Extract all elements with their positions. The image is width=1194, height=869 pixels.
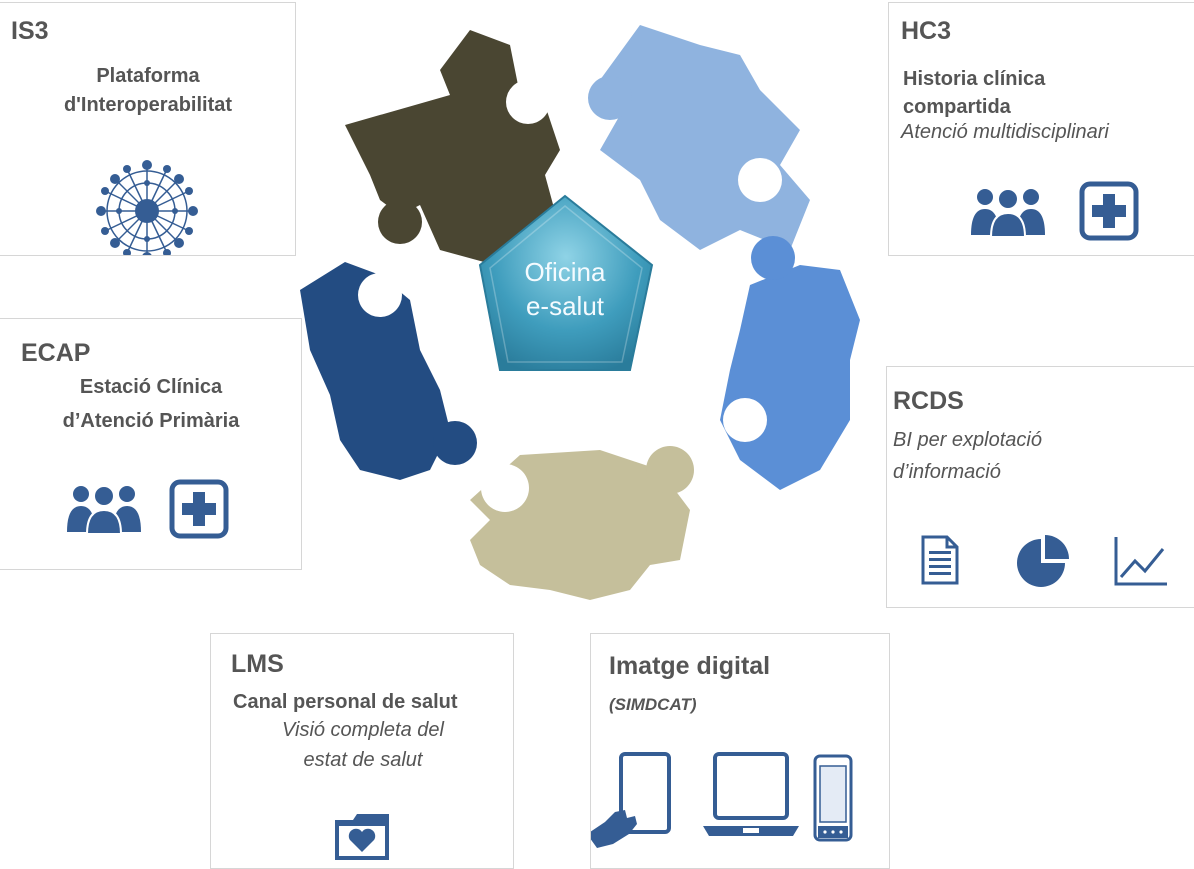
- lms-code: LMS: [231, 650, 284, 678]
- ecap-line2: d’Atenció Primària: [62, 410, 240, 432]
- medical-plus-icon: [169, 479, 229, 539]
- tablet-touch-icon: [591, 752, 671, 848]
- ecap-code: ECAP: [21, 339, 91, 367]
- hc3-panel: HC3 Historia clínica compartida Atenció …: [888, 2, 1194, 256]
- center-label-line1: Oficina: [524, 257, 606, 287]
- puzzle-piece-light-blue: [588, 25, 810, 250]
- is3-line2: d'Interoperabilitat: [63, 94, 233, 116]
- hc3-line2: compartida: [903, 96, 1011, 118]
- imatge-panel: Imatge digital (SIMDCAT): [590, 633, 890, 869]
- puzzle-piece-tan: [470, 446, 694, 600]
- medical-plus-icon: [1079, 181, 1139, 241]
- pie-chart-icon: [1017, 535, 1069, 587]
- is3-panel: IS3 Plataforma d'Interoperabilitat: [0, 2, 296, 256]
- hc3-italic: Atenció multidisciplinari: [901, 121, 1109, 143]
- is3-code: IS3: [11, 17, 49, 45]
- network-hub-icon: [96, 160, 198, 255]
- people-group-icon: [67, 485, 141, 535]
- puzzle-piece-navy: [300, 262, 477, 480]
- hc3-code: HC3: [901, 17, 952, 45]
- center-label: Oficina e-salut: [480, 255, 650, 323]
- center-pentagon: [478, 194, 654, 371]
- center-label-line2: e-salut: [525, 291, 605, 321]
- puzzle-piece-dark-olive: [345, 30, 560, 265]
- imatge-sub: (SIMDCAT): [609, 695, 697, 714]
- document-icon: [921, 535, 959, 585]
- lms-panel: LMS Canal personal de salut Visió comple…: [210, 633, 514, 869]
- smartphone-icon: [813, 754, 853, 842]
- rcds-code: RCDS: [893, 387, 964, 415]
- lms-italic1: Visió completa del: [282, 719, 444, 741]
- puzzle-piece-mid-blue: [720, 236, 860, 490]
- rcds-italic1: BI per explotació: [893, 429, 1042, 451]
- imatge-code: Imatge digital: [609, 652, 771, 680]
- lms-italic2: estat de salut: [303, 749, 423, 771]
- hc3-line1: Historia clínica: [903, 68, 1046, 90]
- rcds-panel: RCDS BI per explotació d’informació: [886, 366, 1194, 608]
- is3-line1: Plataforma: [96, 65, 200, 87]
- ecap-line1: Estació Clínica: [79, 376, 223, 398]
- heart-folder-icon: [335, 814, 389, 860]
- rcds-italic2: d’informació: [893, 461, 1001, 483]
- line-chart-icon: [1114, 537, 1167, 586]
- laptop-icon: [703, 752, 799, 836]
- people-group-icon: [971, 188, 1045, 238]
- lms-line1: Canal personal de salut: [233, 691, 458, 713]
- ecap-panel: ECAP Estació Clínica d’Atenció Primària: [0, 318, 302, 570]
